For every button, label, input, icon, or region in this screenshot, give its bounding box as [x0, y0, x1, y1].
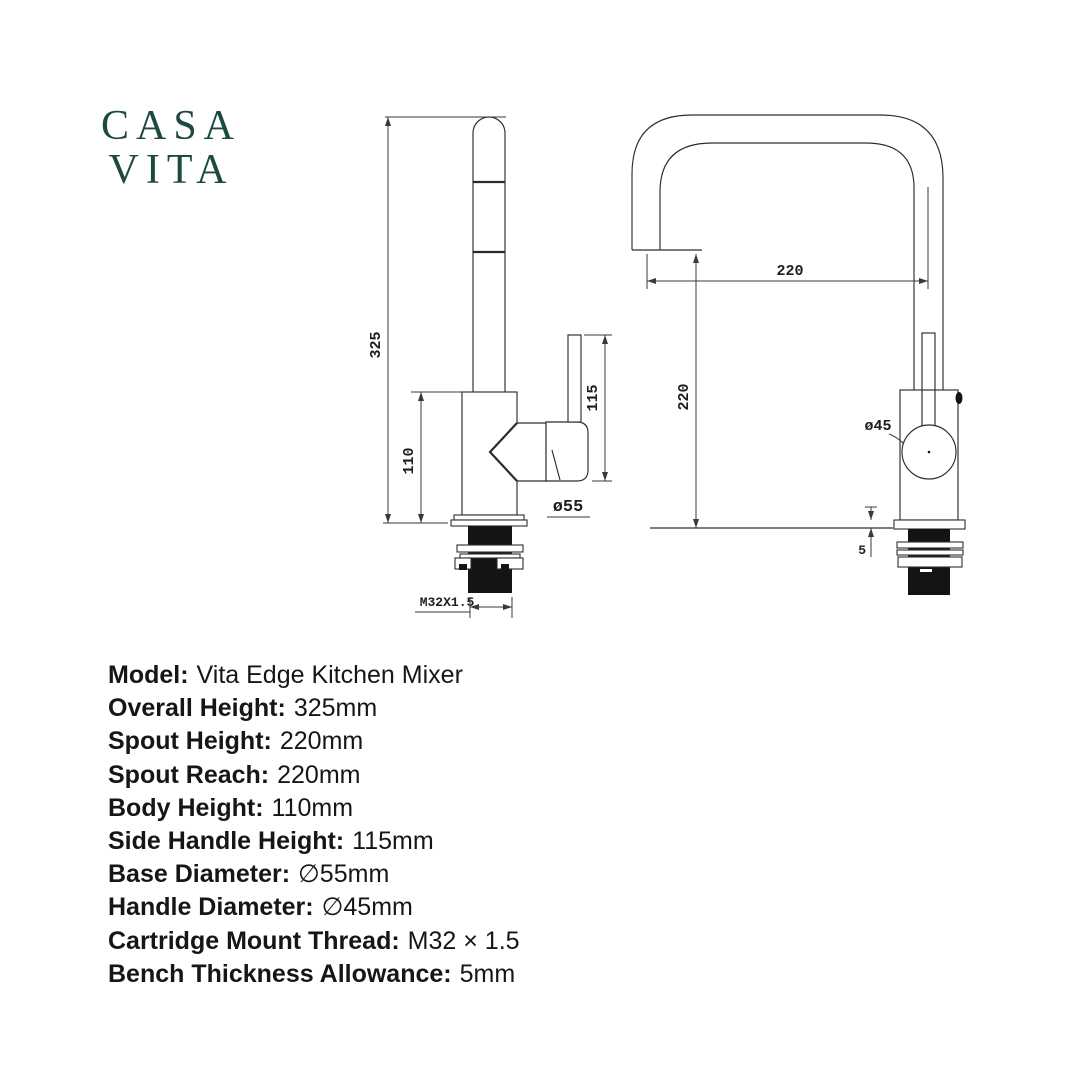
spec-label: Side Handle Height: [108, 827, 345, 856]
side-dim-spout-height-label: 220 [676, 383, 693, 410]
front-handle [488, 334, 589, 482]
spec-label: Spout Height: [108, 727, 272, 756]
spec-value: ∅55mm [298, 860, 390, 889]
side-label-handle-diameter-text: ø45 [864, 418, 891, 435]
front-label-base-diameter-text: ø55 [553, 498, 584, 517]
side-base-thread [893, 519, 966, 595]
side-dim-bench-allowance-label: 5 [858, 543, 866, 558]
spec-row-spout-reach: Spout Reach:220mm [108, 759, 708, 792]
spec-value: ∅45mm [321, 893, 413, 922]
spec-row-body-height: Body Height:110mm [108, 792, 708, 825]
spec-label: Model: [108, 661, 189, 689]
front-dim-overall-height: 325 [368, 116, 506, 524]
spec-row-side-handle-height: Side Handle Height:115mm [108, 825, 708, 858]
spec-row-spout-height: Spout Height:220mm [108, 725, 708, 758]
spec-value: 220mm [277, 760, 361, 789]
side-dim-spout-reach-label: 220 [776, 263, 803, 280]
spec-list: Model:Vita Edge Kitchen Mixer Overall He… [108, 659, 708, 991]
spec-value: 5mm [459, 959, 516, 988]
spec-value: 110mm [271, 793, 354, 822]
front-view-drawing: 325 110 115 ø55 M32X1.5 [368, 116, 612, 618]
spec-row-model: Model:Vita Edge Kitchen Mixer [108, 659, 708, 692]
spec-value: Vita Edge Kitchen Mixer [196, 661, 463, 689]
front-label-thread-text: M32X1.5 [420, 595, 475, 610]
side-label-handle-diameter: ø45 [864, 418, 905, 445]
spec-row-base-diameter: Base Diameter:∅55mm [108, 858, 708, 891]
spec-value: 115mm [352, 827, 434, 856]
side-dim-spout-height: 220 [676, 254, 699, 528]
spec-row-handle-diameter: Handle Diameter:∅45mm [108, 891, 708, 924]
front-label-base-diameter: ø55 [547, 498, 590, 518]
side-handle [901, 332, 963, 480]
front-base-thread [450, 514, 528, 593]
brand-logo: CASA VITA [96, 104, 246, 192]
spec-label: Bench Thickness Allowance: [108, 959, 452, 988]
spec-label: Overall Height: [108, 694, 286, 723]
brand-logo-line2: VITA [108, 147, 234, 193]
side-view-drawing: 220 220 ø45 5 [631, 114, 966, 595]
spec-value: 325mm [293, 694, 378, 723]
front-dim-body-height: 110 [401, 391, 462, 523]
side-spout-gooseneck [631, 114, 944, 390]
spec-value: M32 × 1.5 [407, 926, 520, 955]
front-dim-handle-height-label: 115 [585, 384, 602, 411]
brand-logo-line1: CASA [100, 103, 242, 149]
front-dim-handle-height: 115 [584, 334, 612, 482]
spec-label: Handle Diameter: [108, 893, 314, 922]
spec-label: Body Height: [108, 793, 264, 822]
spec-label: Cartridge Mount Thread: [108, 926, 400, 955]
front-dim-body-height-label: 110 [401, 447, 418, 474]
front-label-thread: M32X1.5 [415, 595, 513, 618]
spec-row-overall-height: Overall Height:325mm [108, 692, 708, 725]
side-dim-spout-reach: 220 [646, 187, 929, 289]
spec-label: Base Diameter: [108, 860, 291, 889]
spec-value: 220mm [279, 727, 364, 756]
spec-row-bench-thickness: Bench Thickness Allowance:5mm [108, 958, 708, 991]
front-spout-tube [472, 116, 506, 392]
spec-label: Spout Reach: [108, 760, 270, 789]
front-dim-overall-height-label: 325 [368, 331, 385, 358]
spec-row-cartridge-thread: Cartridge Mount Thread:M32 × 1.5 [108, 925, 708, 958]
side-dim-bench-allowance: 5 [858, 506, 877, 558]
